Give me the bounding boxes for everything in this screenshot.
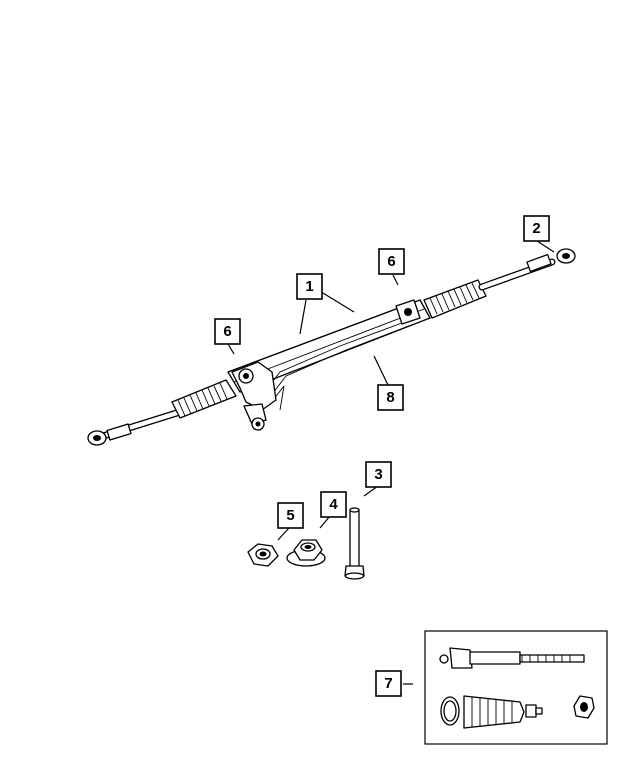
callout-label: 5 (286, 507, 294, 524)
flange-nut (286, 539, 326, 567)
hex-nut (247, 543, 279, 567)
callout-6-left: 6 (214, 318, 241, 345)
callout-label: 6 (387, 253, 395, 270)
callout-4: 4 (320, 491, 347, 518)
callout-7: 7 (375, 670, 402, 697)
callout-8: 8 (377, 384, 404, 411)
callout-label: 4 (329, 496, 338, 513)
leader-lines (227, 240, 555, 685)
callout-label: 3 (374, 466, 382, 483)
callout-1: 1 (296, 273, 323, 300)
callout-label: 2 (532, 220, 540, 237)
mounting-bolt (344, 507, 365, 580)
callout-label: 7 (384, 675, 392, 692)
callout-label: 6 (223, 323, 231, 340)
tie-rod-kit-inset (424, 630, 608, 745)
callout-3: 3 (365, 461, 392, 488)
callout-6-right: 6 (378, 248, 405, 275)
steering-gear-assembly (87, 248, 576, 446)
callout-2: 2 (523, 215, 550, 242)
callout-label: 8 (386, 389, 394, 406)
callout-5: 5 (277, 502, 304, 529)
callout-label: 1 (305, 278, 313, 295)
